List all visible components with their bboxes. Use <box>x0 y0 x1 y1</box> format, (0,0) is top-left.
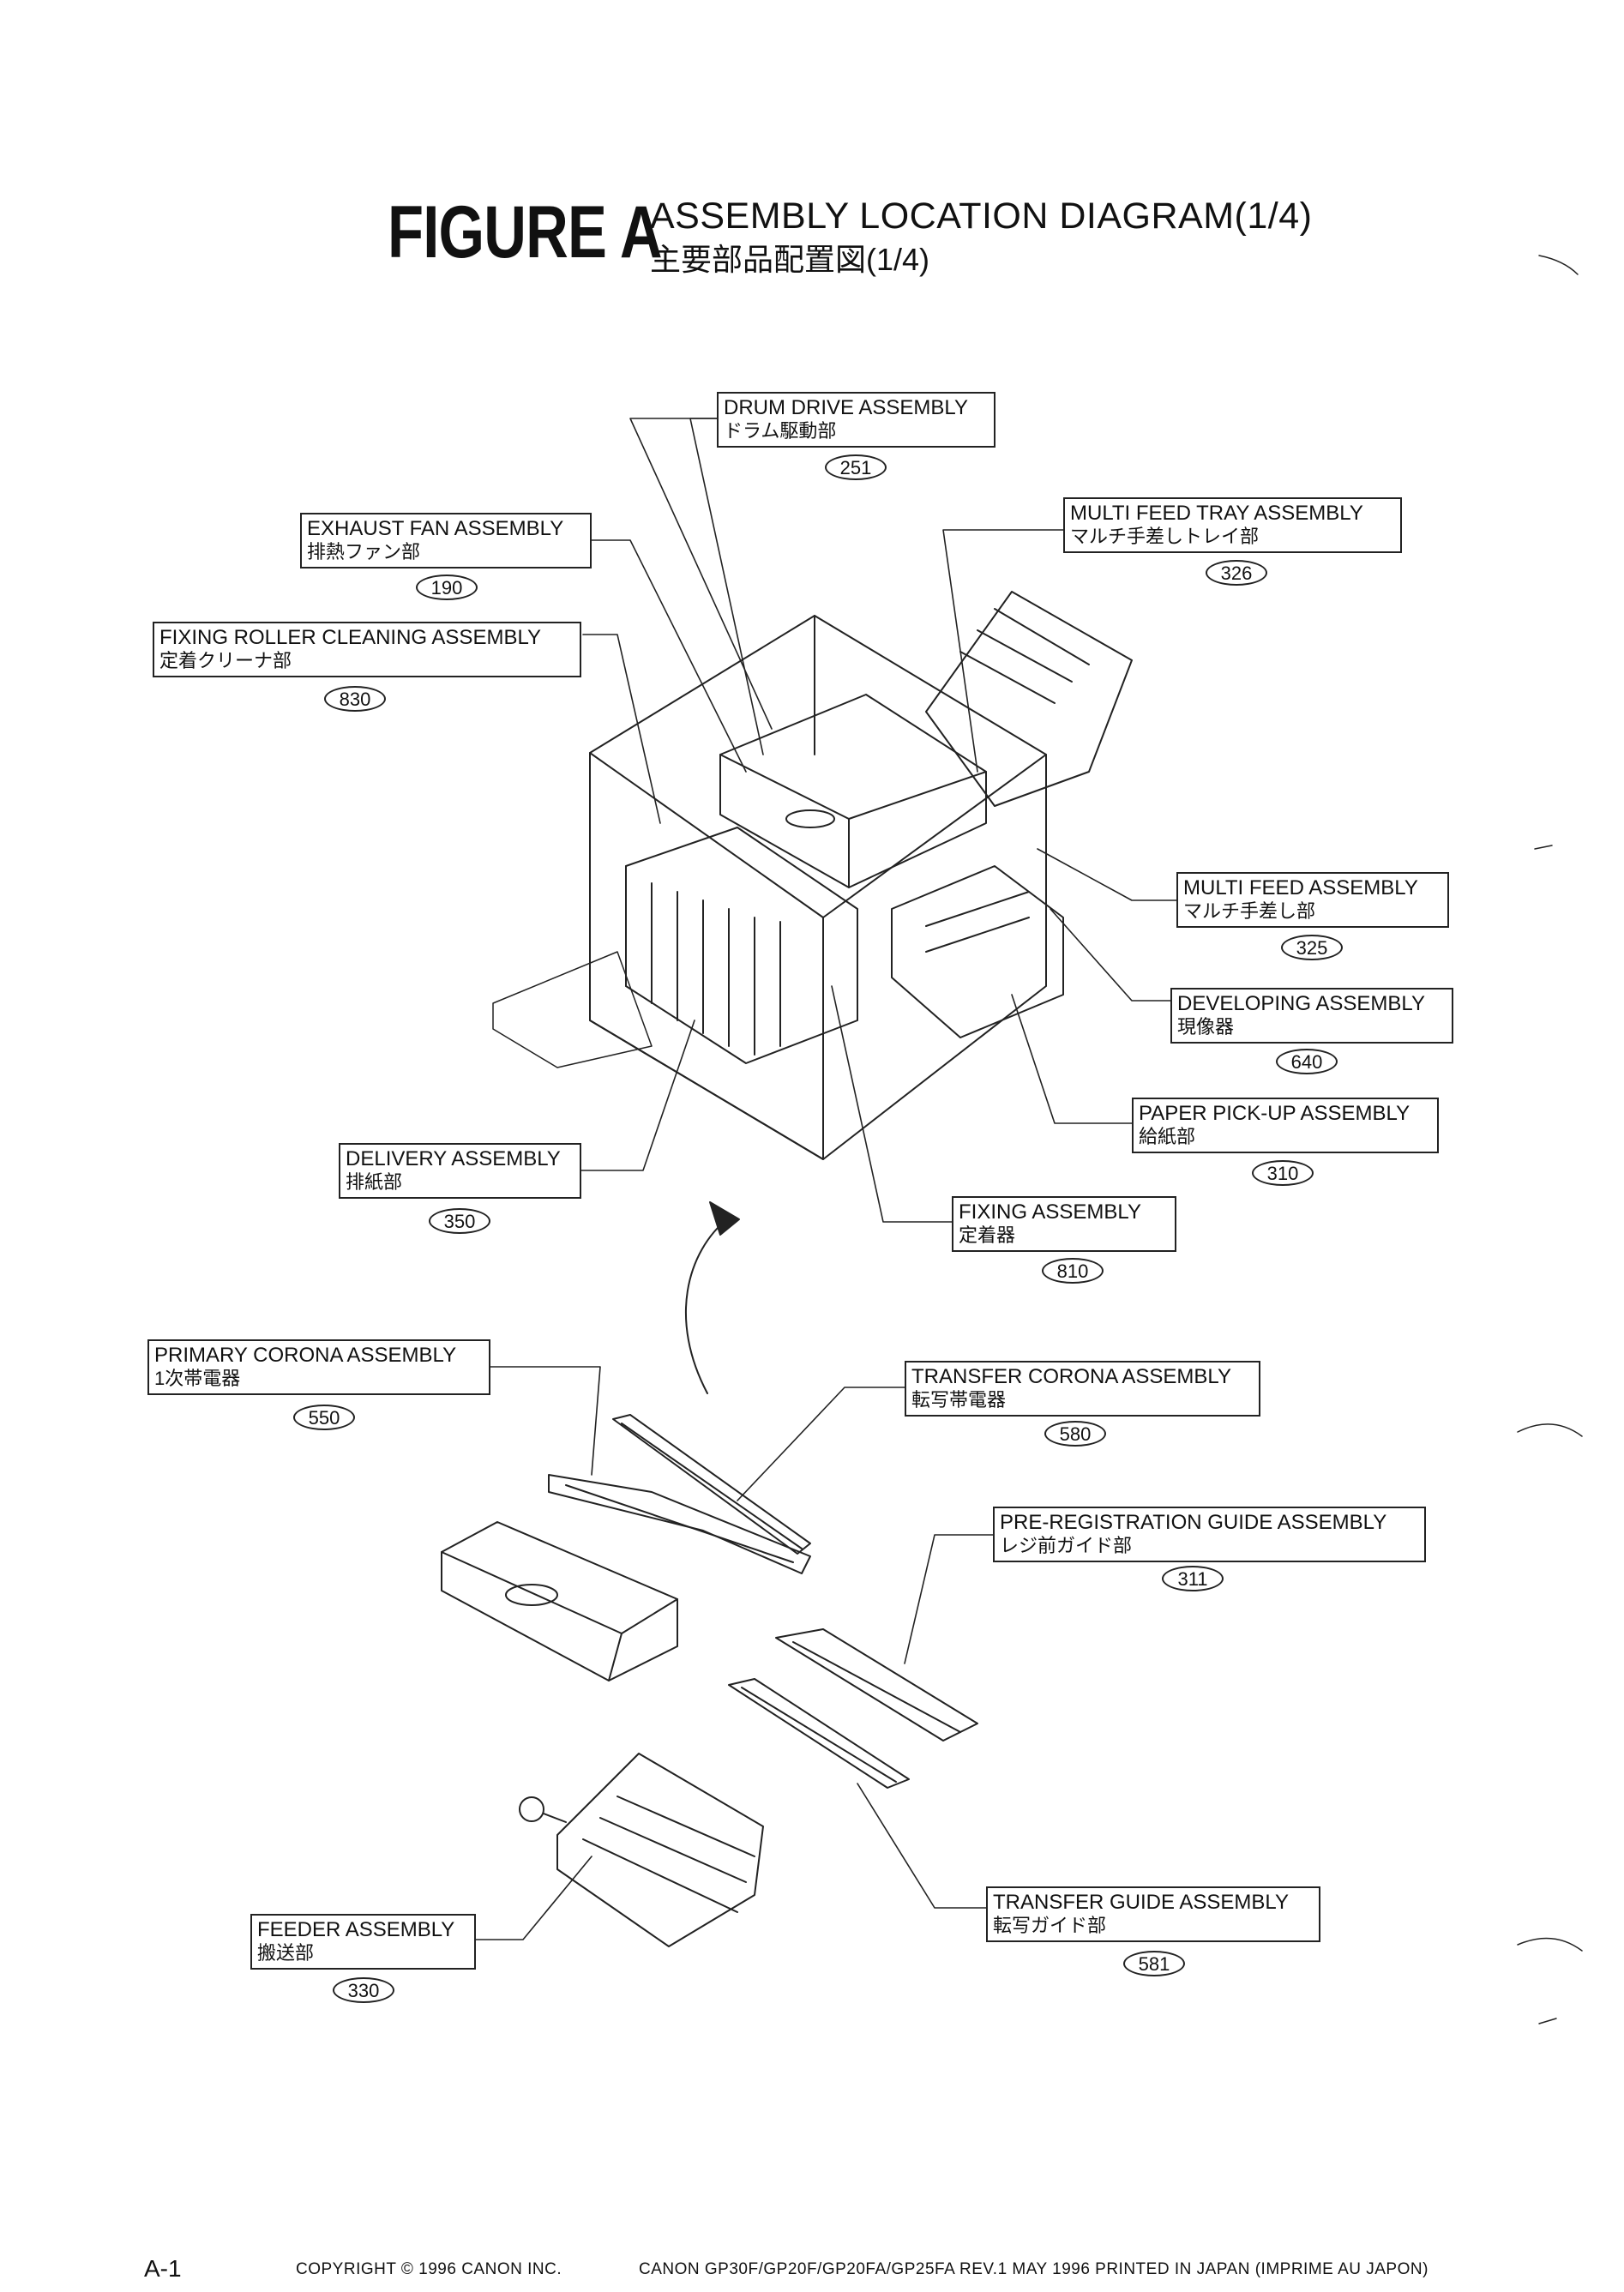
ref-number-311: 311 <box>1162 1566 1224 1591</box>
figure-label: FIGURE A <box>388 191 663 274</box>
callout-label-japanese: 排熱ファン部 <box>307 540 421 562</box>
callout-label: FIXING ROLLER CLEANING ASSEMBLY <box>159 626 542 649</box>
callout-label-japanese: 転写帯電器 <box>911 1388 1007 1411</box>
feeder-drawing <box>519 1753 764 1947</box>
callout-label-japanese: 現像器 <box>1177 1015 1235 1038</box>
ref-number-640: 640 <box>1276 1049 1338 1074</box>
ref-number-325: 325 <box>1281 935 1343 960</box>
ref-number-550: 550 <box>293 1405 355 1430</box>
page-number: A-1 <box>144 2255 182 2282</box>
callout-label-japanese: 定着器 <box>959 1224 1016 1246</box>
scan-marks <box>1517 255 1583 2024</box>
ref-number-330: 330 <box>333 1977 394 2003</box>
callout-label: DRUM DRIVE ASSEMBLY <box>724 396 968 419</box>
callout-label: FIXING ASSEMBLY <box>959 1200 1141 1224</box>
callout-label: TRANSFER CORONA ASSEMBLY <box>911 1365 1231 1388</box>
ref-number-580: 580 <box>1044 1421 1106 1447</box>
callout-label-japanese: レジ前ガイド部 <box>1000 1534 1133 1556</box>
callout-drum-drive: DRUM DRIVE ASSEMBLY ドラム駆動部 <box>717 392 995 448</box>
corona-parts-drawing <box>441 1414 811 1681</box>
callout-label-japanese: 給紙部 <box>1139 1125 1196 1147</box>
figure-title: ASSEMBLY LOCATION DIAGRAM(1/4) <box>650 196 1313 237</box>
callout-multi-feed-tray: MULTI FEED TRAY ASSEMBLY マルチ手差しトレイ部 <box>1063 497 1402 553</box>
callout-multi-feed: MULTI FEED ASSEMBLY マルチ手差し部 <box>1176 872 1449 928</box>
callout-pre-registration-guide: PRE-REGISTRATION GUIDE ASSEMBLY レジ前ガイド部 <box>993 1507 1426 1562</box>
ref-number-251: 251 <box>825 454 887 480</box>
callout-label-japanese: 定着クリーナ部 <box>159 649 292 671</box>
model-revision-line: CANON GP30F/GP20F/GP20FA/GP25FA REV.1 MA… <box>639 2260 1429 2278</box>
callout-label-japanese: 1次帯電器 <box>154 1367 241 1389</box>
callout-transfer-guide: TRANSFER GUIDE ASSEMBLY 転写ガイド部 <box>986 1886 1320 1942</box>
callout-primary-corona: PRIMARY CORONA ASSEMBLY 1次帯電器 <box>147 1339 490 1395</box>
callout-label-japanese: ドラム駆動部 <box>724 419 837 442</box>
callout-fixing-roller-cleaning: FIXING ROLLER CLEANING ASSEMBLY 定着クリーナ部 <box>153 622 581 677</box>
callout-delivery: DELIVERY ASSEMBLY 排紙部 <box>339 1143 581 1199</box>
callout-fixing: FIXING ASSEMBLY 定着器 <box>952 1196 1176 1252</box>
ref-number-310: 310 <box>1252 1160 1314 1186</box>
leader-lines <box>475 418 1177 1940</box>
callout-label: FEEDER ASSEMBLY <box>257 1918 455 1941</box>
callout-transfer-corona: TRANSFER CORONA ASSEMBLY 転写帯電器 <box>905 1361 1260 1417</box>
ref-number-581: 581 <box>1123 1951 1185 1976</box>
callout-label: PRE-REGISTRATION GUIDE ASSEMBLY <box>1000 1511 1387 1534</box>
callout-label: DELIVERY ASSEMBLY <box>346 1147 561 1170</box>
callout-label: PAPER PICK-UP ASSEMBLY <box>1139 1102 1410 1125</box>
callout-label: TRANSFER GUIDE ASSEMBLY <box>993 1891 1289 1914</box>
callout-paper-pickup: PAPER PICK-UP ASSEMBLY 給紙部 <box>1132 1098 1439 1153</box>
ref-number-810: 810 <box>1042 1258 1104 1284</box>
guide-parts-drawing <box>728 1628 978 1789</box>
callout-label-japanese: 転写ガイド部 <box>993 1914 1107 1936</box>
printer-cabinet-drawing <box>492 591 1133 1160</box>
callout-label-japanese: マルチ手差し部 <box>1183 899 1316 922</box>
figure-title-japanese: 主要部品配置図(1/4) <box>650 242 930 277</box>
copyright-notice: COPYRIGHT © 1996 CANON INC. <box>296 2260 562 2278</box>
callout-label: EXHAUST FAN ASSEMBLY <box>307 517 564 540</box>
callout-label-japanese: 排紙部 <box>346 1170 403 1193</box>
callout-label: DEVELOPING ASSEMBLY <box>1177 992 1425 1015</box>
disassembly-arrow-drawing <box>684 1201 740 1394</box>
callout-feeder: FEEDER ASSEMBLY 搬送部 <box>250 1914 476 1970</box>
callout-label-japanese: マルチ手差しトレイ部 <box>1070 525 1260 547</box>
callout-developing: DEVELOPING ASSEMBLY 現像器 <box>1170 988 1453 1044</box>
callout-label: MULTI FEED ASSEMBLY <box>1183 876 1418 899</box>
ref-number-830: 830 <box>324 686 386 712</box>
callout-label-japanese: 搬送部 <box>257 1941 315 1964</box>
ref-number-190: 190 <box>416 575 478 600</box>
ref-number-326: 326 <box>1206 560 1267 586</box>
callout-label: PRIMARY CORONA ASSEMBLY <box>154 1344 457 1367</box>
callout-exhaust-fan: EXHAUST FAN ASSEMBLY 排熱ファン部 <box>300 513 592 568</box>
ref-number-350: 350 <box>429 1208 490 1234</box>
callout-label: MULTI FEED TRAY ASSEMBLY <box>1070 502 1363 525</box>
